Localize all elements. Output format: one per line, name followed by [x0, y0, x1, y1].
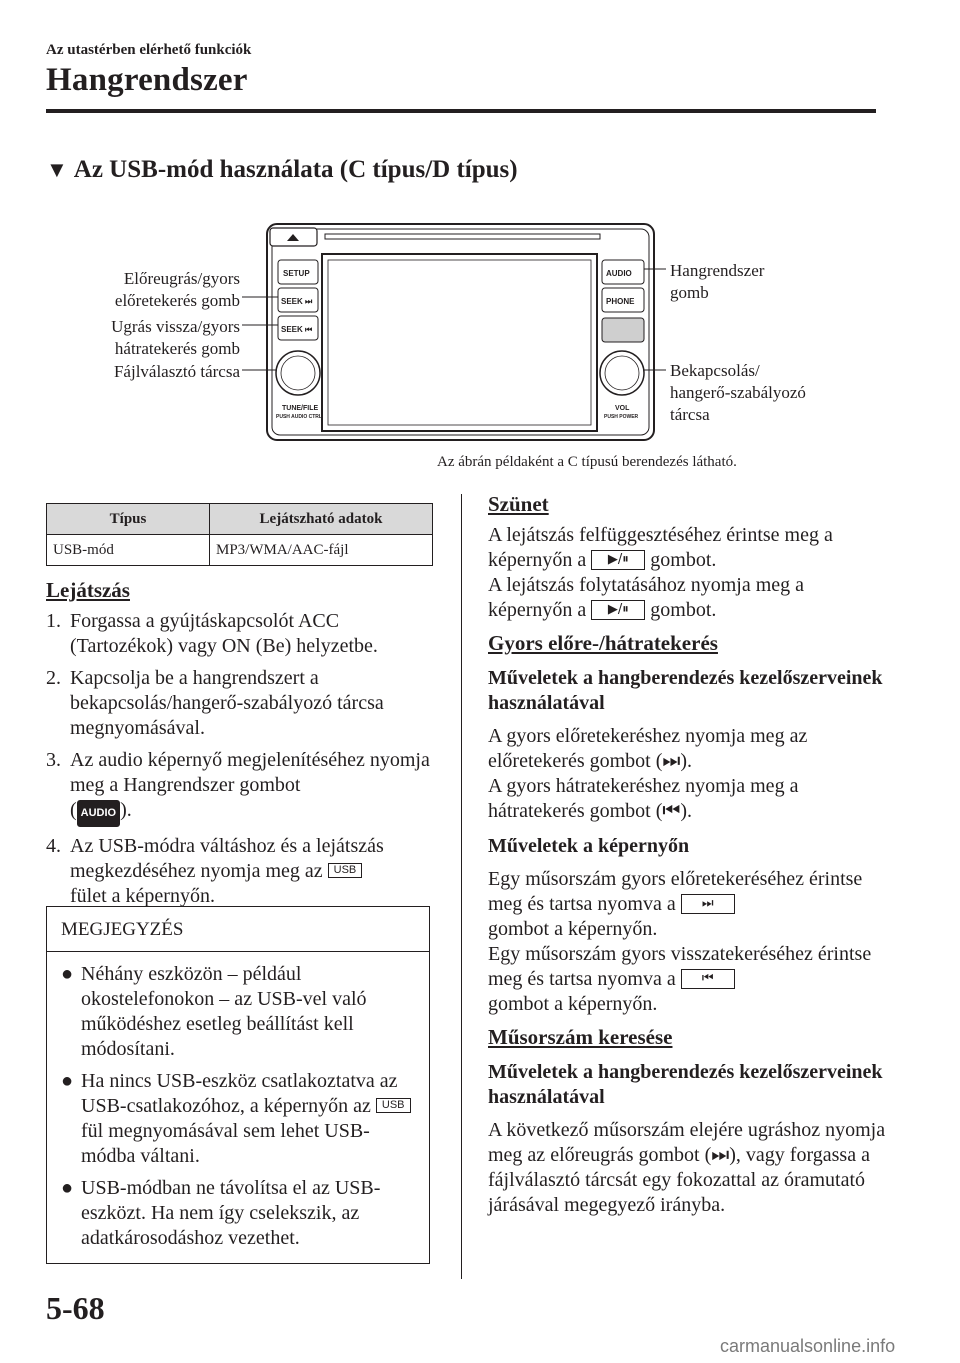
page-title: Hangrendszer [46, 62, 248, 98]
ops-unit-heading: Műveletek a hangberendezés kezelőszervei… [488, 667, 883, 714]
section-heading: ▼Az USB-mód használata (C típus/D típus) [46, 156, 518, 184]
track-search-heading: Műsorszám keresése [488, 1025, 673, 1049]
list-item: ●USB-módban ne távolítsa el az USB-eszkö… [61, 1177, 381, 1249]
playable-data-table: Típus Lejátszható adatok USB-mód MP3/WMA… [46, 503, 433, 566]
bullet-icon: ● [61, 1177, 74, 1199]
seek-back-button: SEEK ⏮ [281, 325, 312, 334]
audio-unit-drawing: SETUP SEEK ⏭ SEEK ⏮ AUDIO PHONE TUNE/FIL… [242, 223, 666, 441]
table-header: Típus [46, 503, 210, 535]
bullet-icon: ● [61, 1070, 74, 1092]
title-rule [46, 109, 876, 113]
ops-screen-heading: Műveletek a képernyőn [488, 835, 690, 857]
right-column: Szünet A lejátszás felfüggesztéséhez éri… [488, 492, 888, 1226]
note-title: MEGJEGYZÉS [47, 907, 429, 952]
fast-forward-icon: ⏭ [680, 894, 735, 914]
list-item: ●Néhány eszközön – például okostelefonok… [61, 963, 367, 1060]
seek-forward-button: SEEK ⏭ [281, 297, 313, 306]
list-item: 1.Forgassa a gyújtáskapcsolót ACC (Tarto… [46, 610, 378, 657]
table-row: USB-mód MP3/WMA/AAC-fájl [46, 534, 433, 566]
ff-screen-text: Egy műsorszám gyors előretekeréséhez éri… [488, 868, 872, 1015]
triangle-marker-icon: ▼ [46, 157, 68, 182]
usb-tab-icon: USB [327, 863, 363, 878]
usb-tab-icon: USB [375, 1098, 411, 1113]
pause-heading: Szünet [488, 492, 549, 516]
audio-button: AUDIO [606, 269, 632, 278]
audio-key-icon: AUDIO [76, 800, 121, 827]
column-divider [461, 494, 462, 1279]
list-item: 2.Kapcsolja be a hangrendszert a bekapcs… [46, 667, 384, 739]
ff-unit-text: A gyors előretekeréshez nyomja meg az el… [488, 725, 808, 822]
ops-unit-heading-2: Műveletek a hangberendezés kezelőszervei… [488, 1061, 883, 1108]
play-pause-icon: ▶/⏸ [591, 600, 646, 620]
footer-watermark: carmanualsonline.info [720, 1336, 896, 1356]
vol-label: VOL [615, 405, 630, 412]
label-tune-dial: Fájlválasztó tárcsa [113, 362, 240, 381]
setup-button: SETUP [283, 269, 310, 278]
list-item: 3.Az audio képernyő megjelenítéséhez nyo… [46, 748, 441, 827]
left-column: Lejátszás 1.Forgassa a gyújtáskapcsolót … [46, 578, 441, 916]
note-box: MEGJEGYZÉS ●Néhány eszközön – például ok… [46, 906, 430, 1264]
tune-label: TUNE/FILE [282, 405, 318, 412]
chapter-kicker: Az utastérben elérhető funkciók [46, 42, 252, 58]
list-item: ●Ha nincs USB-eszköz csatlakoztatva az U… [61, 1069, 417, 1169]
tune-sublabel: PUSH AUDIO CTRL [276, 414, 322, 420]
play-pause-icon: ▶/⏸ [591, 550, 646, 570]
pause-text: A lejátszás felfüggesztéséhez érintse me… [488, 524, 833, 621]
bullet-icon: ● [61, 963, 74, 985]
section-title: Az USB-mód használata (C típus/D típus) [73, 156, 518, 183]
page-number: 5-68 [46, 1290, 105, 1326]
figure-caption: Az ábrán példaként a C típusú berendezés… [437, 454, 737, 470]
table-cell: USB-mód [46, 534, 210, 566]
list-item: 4.Az USB-módra váltáshoz és a lejátszás … [46, 835, 384, 907]
vol-sublabel: PUSH POWER [604, 414, 639, 420]
rewind-icon: ⏮ [680, 969, 735, 989]
table-cell: MP3/WMA/AAC-fájl [209, 534, 433, 566]
playback-steps: 1.Forgassa a gyújtáskapcsolót ACC (Tarto… [46, 609, 441, 909]
track-search-text: A következő műsorszám elejére ugráshoz n… [488, 1119, 886, 1216]
table-header: Lejátszható adatok [209, 503, 433, 535]
phone-button: PHONE [606, 297, 635, 306]
fast-forward-heading: Gyors előre-/hátratekerés [488, 631, 718, 655]
playback-heading: Lejátszás [46, 578, 130, 602]
audio-unit-figure: SETUP SEEK ⏭ SEEK ⏮ AUDIO PHONE TUNE/FIL… [0, 210, 960, 480]
